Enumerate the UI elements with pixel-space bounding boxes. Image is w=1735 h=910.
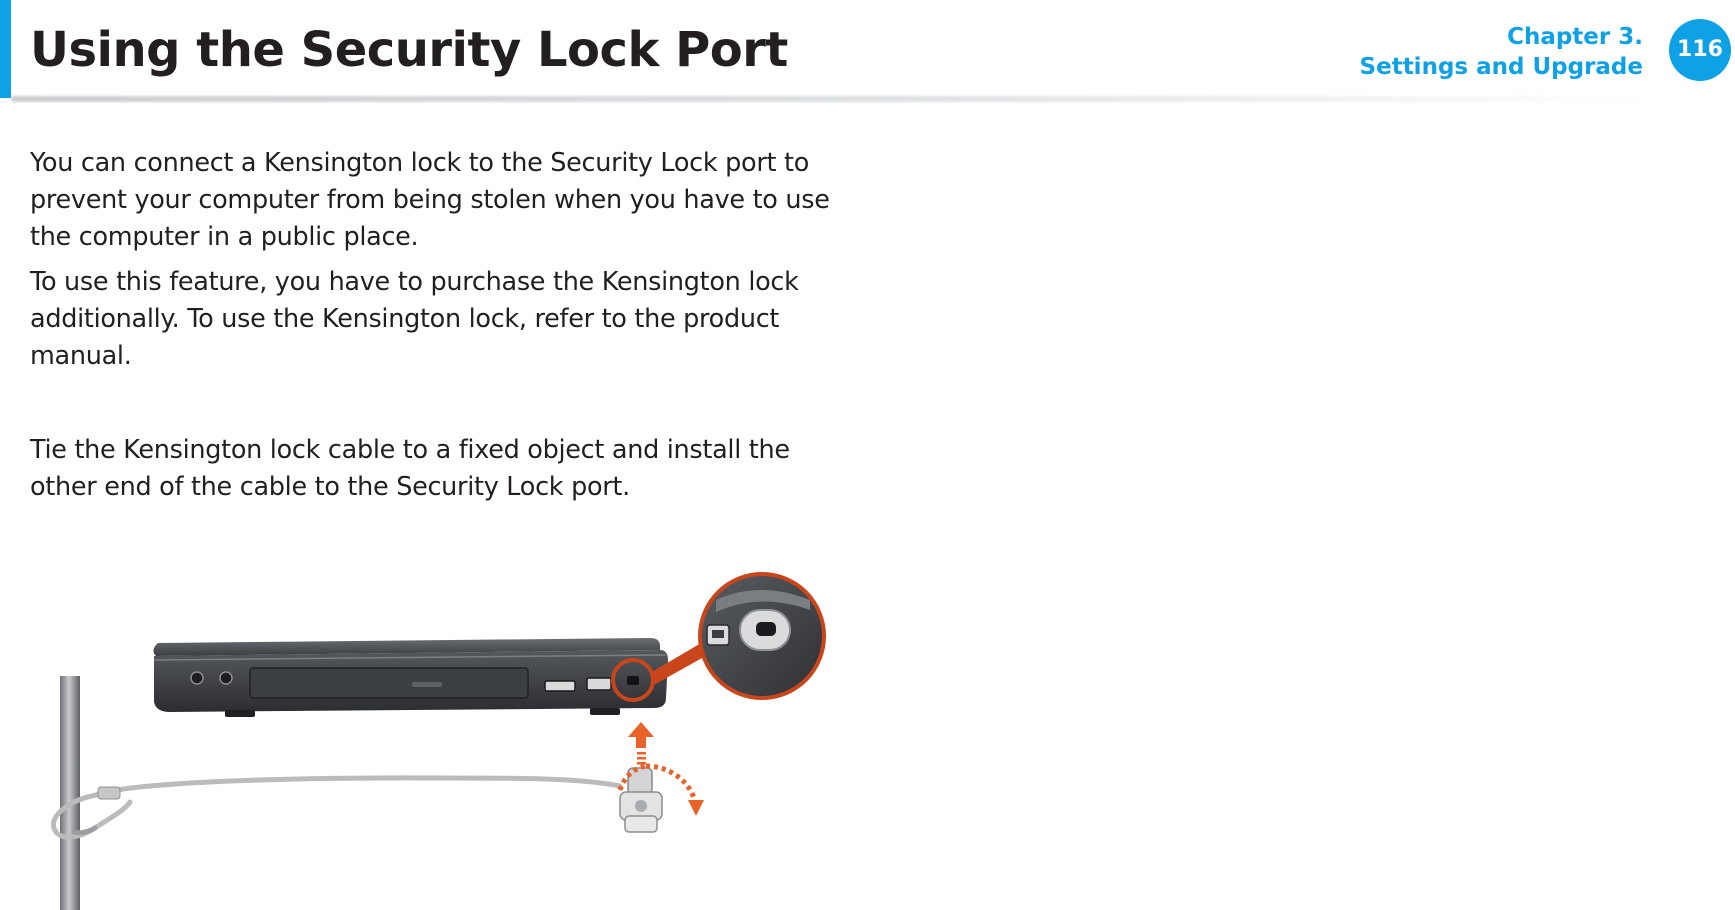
microphone-jack [219,671,233,685]
chapter-label: Chapter 3. Settings and Upgrade [1360,22,1643,82]
kensington-lock-illustration [40,570,840,910]
lock-cable [51,775,623,840]
cable-crimp [97,786,121,800]
intro-paragraph: You can connect a Kensington lock to the… [30,148,830,252]
instruction-paragraph: Tie the Kensington lock cable to a fixed… [30,435,790,502]
laptop-lid [153,638,660,656]
title-underline [11,96,1661,102]
page-title: Using the Security Lock Port [30,22,788,78]
header-accent-bar [0,0,11,98]
optical-drive [249,667,529,699]
usb-port [586,677,612,691]
chapter-number: Chapter 3. [1507,24,1643,50]
esata-port [544,680,576,692]
purchase-paragraph: To use this feature, you have to purchas… [30,267,799,371]
kensington-lock-head [619,767,663,833]
fixed-pole [60,676,80,910]
laptop-lock-diagram [51,572,826,910]
insert-direction-arrow [628,722,654,765]
chapter-name: Settings and Upgrade [1359,54,1643,80]
page-number-badge: 116 [1669,19,1731,81]
security-lock-slot [627,676,639,685]
headphone-jack [190,671,204,685]
rotate-direction-arrow [617,763,704,816]
